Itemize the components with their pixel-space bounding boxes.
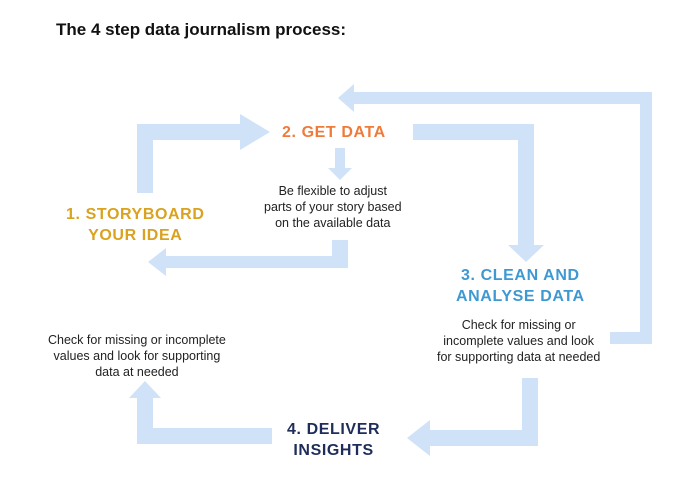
step-clean-and-analyse-data: 3. CLEAN AND ANALYSE DATA [456,265,585,307]
step-1-line-2: YOUR IDEA [88,227,183,244]
arrow-get-data-to-note [328,148,352,180]
step-deliver-insights: 4. DELIVER INSIGHTS [287,419,380,461]
note-get-data-line-1: Be flexible to adjust [278,184,387,198]
note-get-data-line-2: parts of your story based [264,200,402,214]
step-3-line-2: ANALYSE DATA [456,288,585,305]
note-get-data: Be flexible to adjust parts of your stor… [264,183,402,231]
flow-arrows [129,84,652,456]
step-storyboard-your-idea: 1. STORYBOARD YOUR IDEA [66,204,205,246]
diagram-title: The 4 step data journalism process: [56,20,347,39]
arrow-get-data-back-to-storyboard [148,240,348,276]
arrow-clean-to-deliver [407,378,538,456]
step-4-line-1: 4. DELIVER [287,421,381,438]
note-deliver-line-2: values and look for supporting [53,349,221,363]
arrow-deliver-to-storyboard [129,381,272,444]
note-get-data-line-3: on the available data [275,216,391,230]
note-deliver-line-3: data at needed [95,365,179,379]
step-get-data: 2. GET DATA [282,122,386,143]
step-4-line-2: INSIGHTS [293,442,374,459]
note-clean-data-line-2: incomplete values and look [443,334,595,348]
note-deliver: Check for missing or incomplete values a… [48,332,226,380]
step-3-line-1: 3. CLEAN AND [461,267,580,284]
note-clean-data: Check for missing or incomplete values a… [437,317,600,365]
arrow-storyboard-to-get-data [137,114,270,193]
note-clean-data-line-1: Check for missing or [461,318,576,332]
note-clean-data-line-3: for supporting data at needed [437,350,601,364]
arrow-get-data-to-clean [413,124,544,262]
note-deliver-line-1: Check for missing or incomplete [48,333,226,347]
step-2-line-1: 2. GET DATA [282,124,386,141]
step-1-line-1: 1. STORYBOARD [66,206,205,223]
